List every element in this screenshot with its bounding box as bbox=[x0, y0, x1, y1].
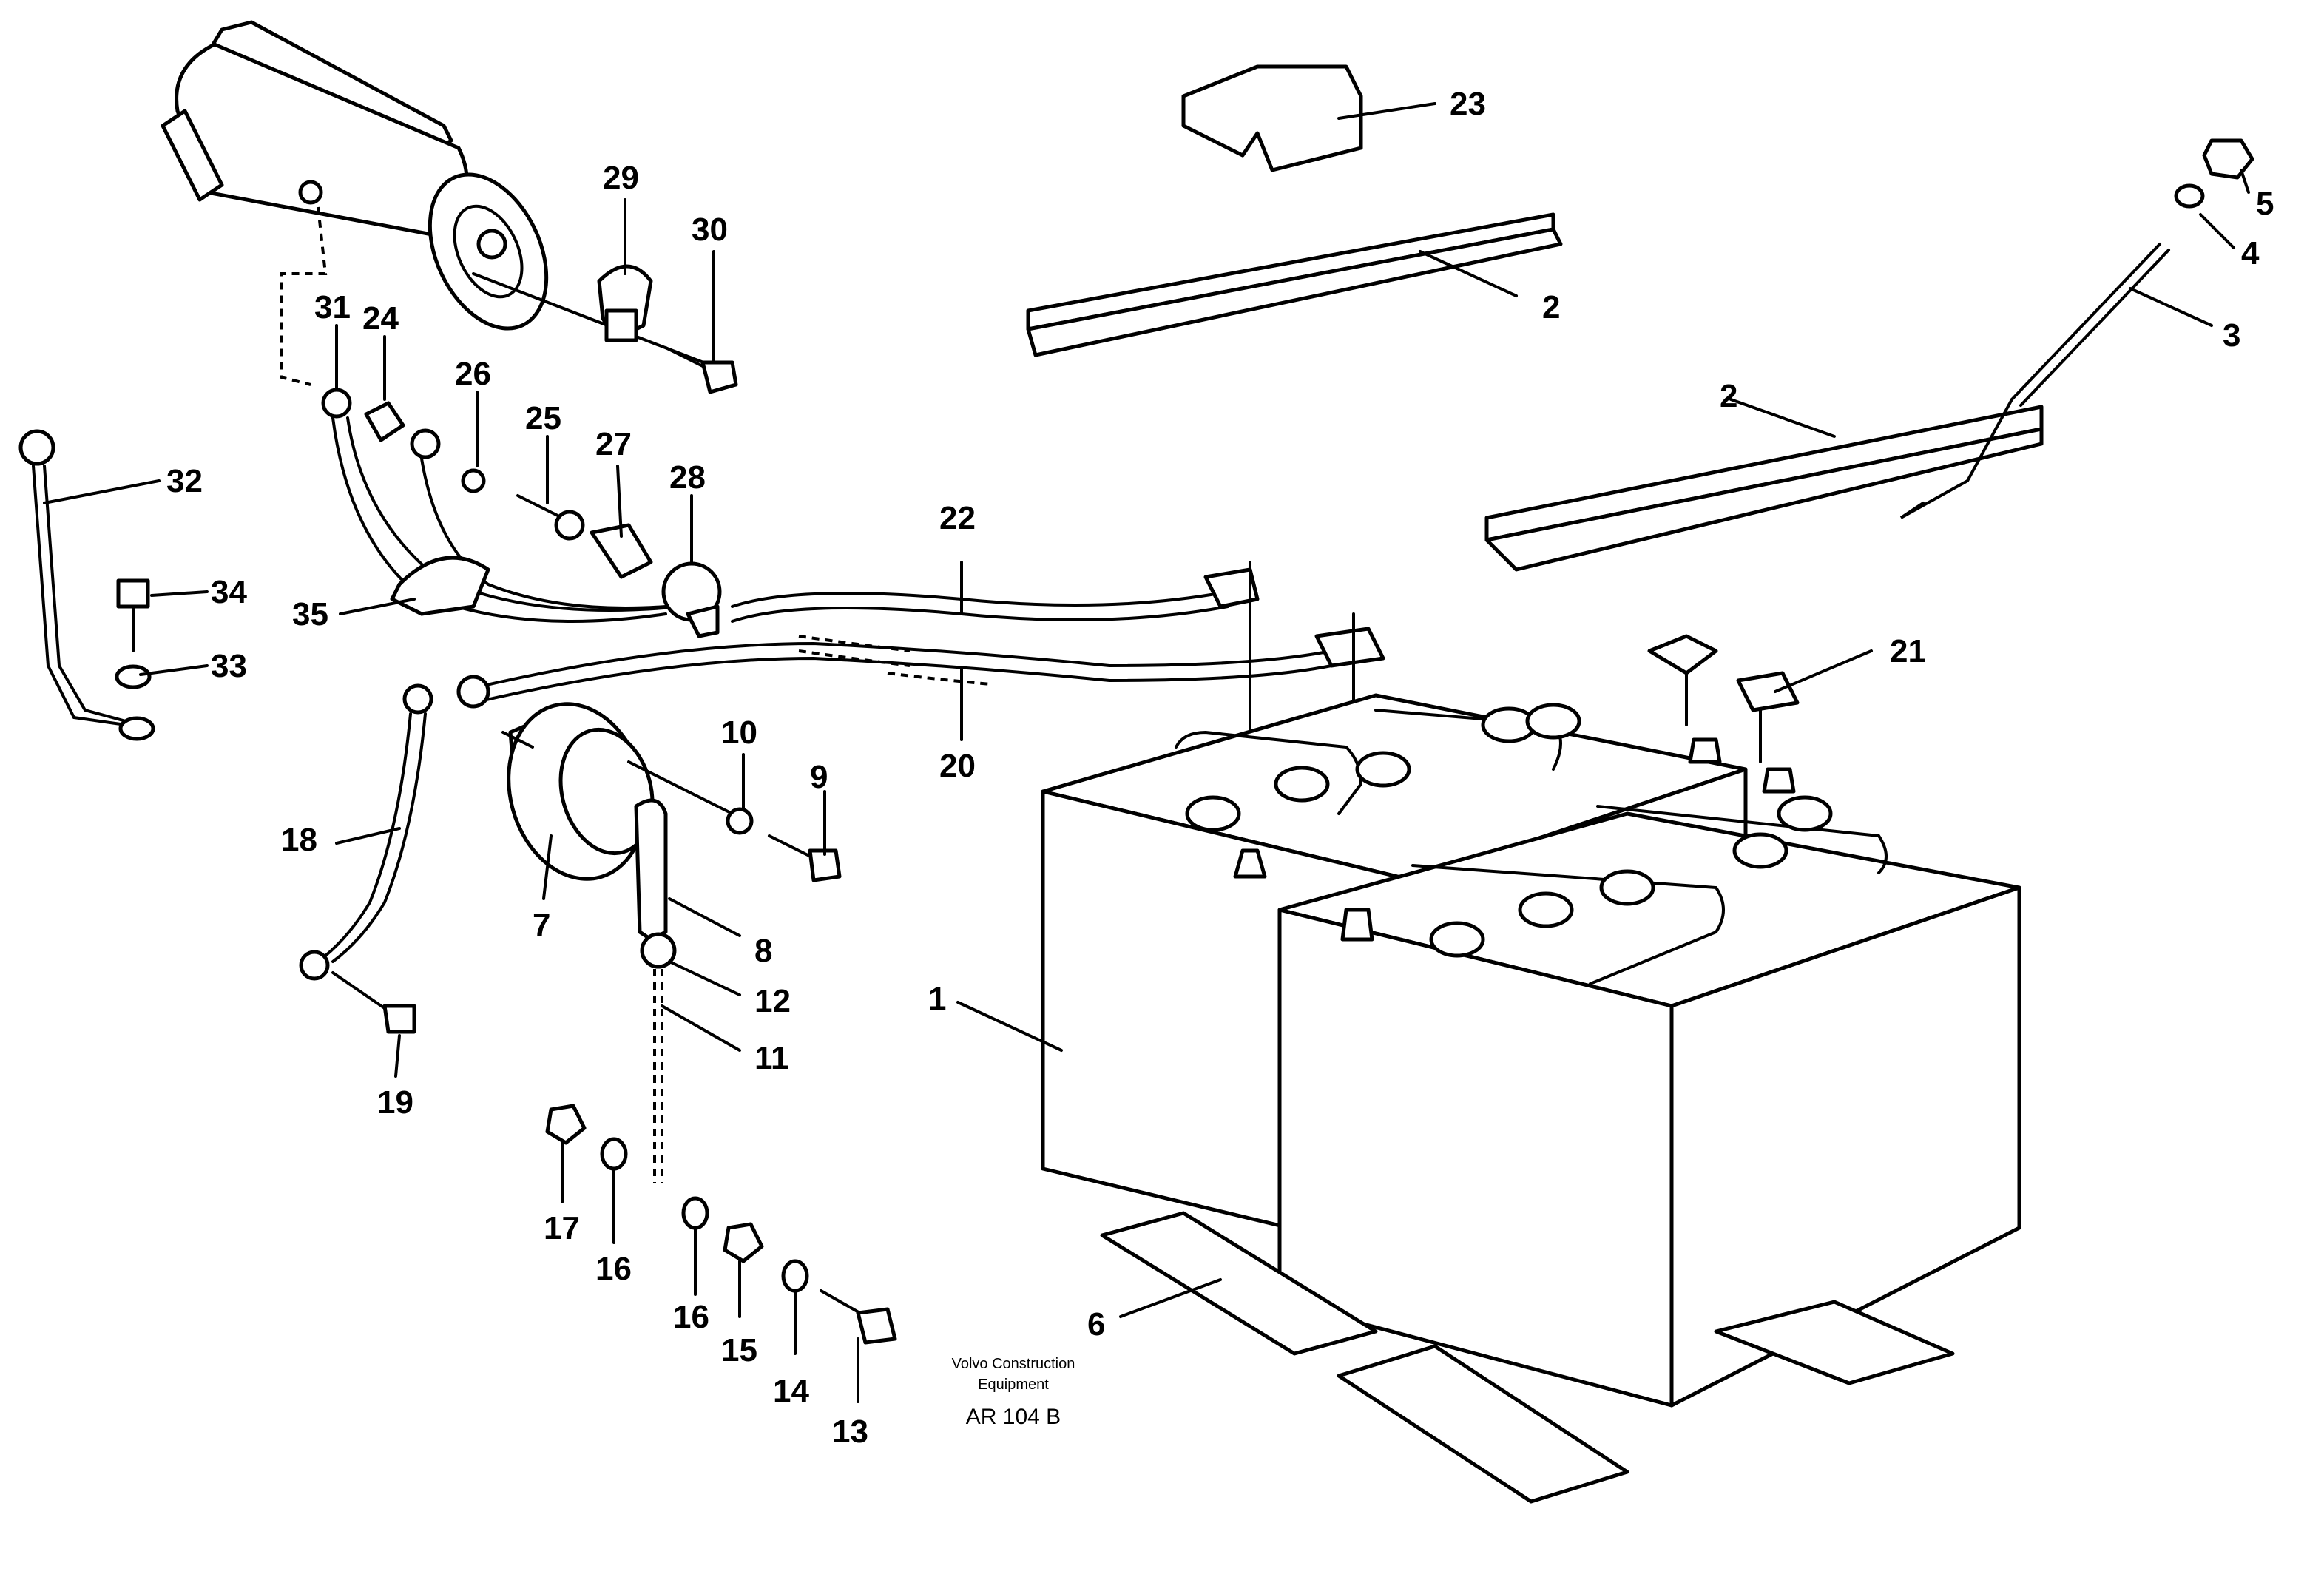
callout-16-right: 16 bbox=[673, 1299, 709, 1335]
callout-24: 24 bbox=[362, 300, 399, 337]
callout-10: 10 bbox=[721, 715, 757, 751]
terminal-cover bbox=[1181, 64, 1363, 172]
starter-motor bbox=[161, 20, 734, 375]
drawing-credit: Volvo Construction Equipment AR 104 B bbox=[952, 1356, 1075, 1429]
battery-terminal-clamps bbox=[1647, 634, 1800, 763]
callout-11: 11 bbox=[754, 1040, 789, 1076]
callout-30: 30 bbox=[692, 212, 728, 248]
battery-switch bbox=[501, 702, 734, 1183]
callout-7: 7 bbox=[533, 907, 550, 943]
ground-cable-left bbox=[18, 429, 155, 741]
callout-labels: 1 2 2 3 4 5 6 7 8 9 10 11 12 13 14 15 16… bbox=[166, 86, 2274, 1450]
callout-2-upper: 2 bbox=[1542, 289, 1560, 325]
battery-pads bbox=[1100, 1211, 1955, 1504]
switch-mounting-hardware bbox=[545, 1104, 897, 1345]
credit-line-1: Volvo Construction bbox=[952, 1356, 1075, 1372]
callout-12: 12 bbox=[754, 983, 791, 1019]
callout-21: 21 bbox=[1890, 633, 1926, 669]
callout-2-lower: 2 bbox=[1720, 378, 1737, 414]
callout-18: 18 bbox=[281, 822, 317, 858]
callout-1: 1 bbox=[928, 981, 946, 1017]
callout-4: 4 bbox=[2241, 235, 2260, 271]
hold-down-bar-upper bbox=[1026, 212, 1563, 357]
callout-25: 25 bbox=[525, 400, 561, 436]
callout-27: 27 bbox=[595, 426, 632, 462]
tie-rod bbox=[1899, 138, 2254, 519]
callout-15: 15 bbox=[721, 1332, 757, 1368]
callout-35: 35 bbox=[292, 596, 328, 632]
credit-line-2: Equipment bbox=[978, 1377, 1049, 1393]
callout-13: 13 bbox=[832, 1414, 868, 1450]
callout-34: 34 bbox=[211, 574, 247, 610]
callout-22: 22 bbox=[939, 500, 976, 536]
callout-33: 33 bbox=[211, 648, 247, 684]
callout-6: 6 bbox=[1087, 1306, 1105, 1343]
drawing-code: AR 104 B bbox=[966, 1405, 1061, 1429]
callout-17: 17 bbox=[544, 1210, 580, 1246]
starter-cables bbox=[321, 388, 722, 638]
ground-strap bbox=[299, 683, 433, 1034]
starter-link-wire bbox=[280, 206, 328, 386]
callout-9: 9 bbox=[810, 759, 828, 795]
callout-29: 29 bbox=[603, 160, 639, 196]
callout-14: 14 bbox=[773, 1373, 809, 1409]
switch-fasteners bbox=[726, 807, 842, 882]
battery-front bbox=[1277, 737, 2021, 1408]
callout-8: 8 bbox=[754, 933, 772, 969]
callout-32: 32 bbox=[166, 463, 203, 499]
callout-16-left: 16 bbox=[595, 1251, 632, 1287]
callout-23: 23 bbox=[1450, 86, 1486, 122]
cable-clip bbox=[597, 264, 653, 342]
callout-28: 28 bbox=[669, 459, 706, 496]
callout-5: 5 bbox=[2256, 186, 2274, 222]
callout-26: 26 bbox=[455, 356, 491, 392]
clip-screw bbox=[664, 346, 738, 394]
callout-31: 31 bbox=[314, 289, 351, 325]
cable-tie bbox=[390, 556, 490, 616]
hold-down-bar-lower bbox=[1484, 405, 2044, 572]
callout-3: 3 bbox=[2223, 317, 2240, 354]
leader-lines bbox=[43, 102, 2250, 1403]
callout-19: 19 bbox=[377, 1084, 413, 1121]
callout-20: 20 bbox=[939, 748, 976, 784]
